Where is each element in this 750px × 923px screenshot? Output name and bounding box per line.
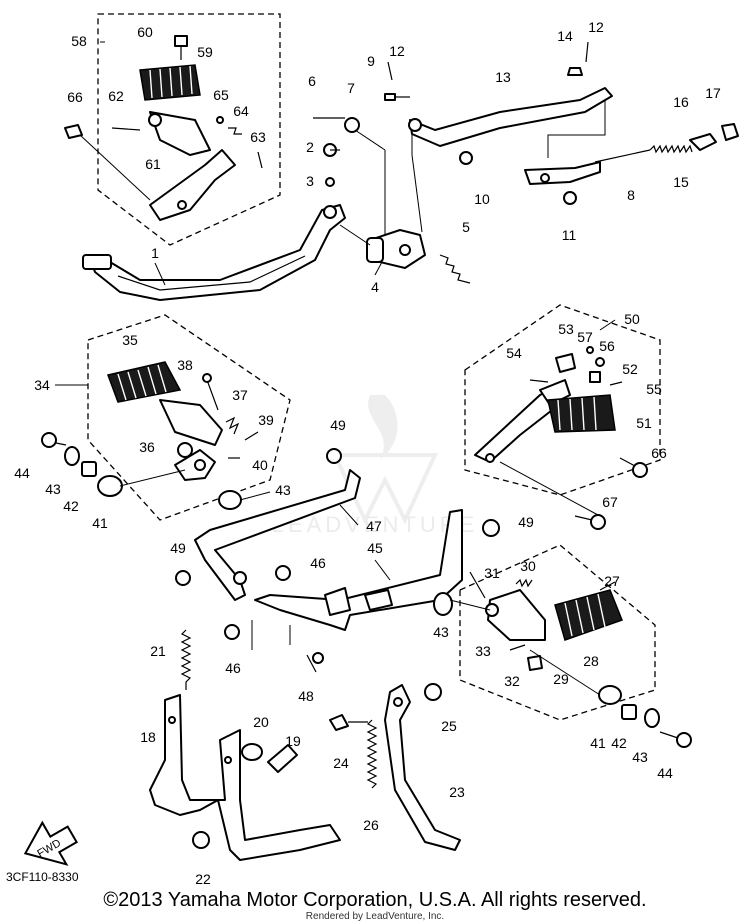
callout-12a: 12 — [389, 43, 405, 59]
copyright-text: ©2013 Yamaha Motor Corporation, U.S.A. A… — [103, 889, 647, 911]
callout-49c: 49 — [170, 540, 186, 556]
callout-34: 34 — [34, 377, 50, 393]
callout-43d: 43 — [632, 749, 648, 765]
brake-linkage — [313, 117, 471, 284]
callout-3: 3 — [306, 173, 314, 189]
callout-44a: 44 — [14, 465, 30, 481]
callout-17: 17 — [705, 85, 721, 101]
callout-55: 55 — [646, 381, 662, 397]
footrest-assembly-left — [41, 361, 259, 510]
callout-35: 35 — [122, 332, 138, 348]
callout-23: 23 — [449, 784, 465, 800]
callout-33: 33 — [475, 643, 491, 659]
callout-59: 59 — [197, 44, 213, 60]
callout-42b: 42 — [611, 735, 627, 751]
callout-66a: 66 — [67, 89, 83, 105]
callout-47: 47 — [366, 518, 382, 534]
brake-footrest-assembly — [64, 35, 263, 221]
callout-10: 10 — [474, 191, 490, 207]
callout-46b: 46 — [225, 660, 241, 676]
callout-41a: 41 — [92, 515, 108, 531]
callout-45: 45 — [367, 540, 383, 556]
rendered-by-text: Rendered by LeadVenture, Inc. — [305, 911, 445, 922]
callout-46a: 46 — [310, 555, 326, 571]
callout-63: 63 — [250, 129, 266, 145]
callout-50: 50 — [624, 311, 640, 327]
callout-12b: 12 — [588, 19, 604, 35]
callout-49b: 49 — [518, 514, 534, 530]
callout-40: 40 — [252, 457, 268, 473]
footrest-assembly-right — [474, 346, 648, 530]
footrest-bracket — [175, 448, 500, 601]
callout-31: 31 — [484, 565, 500, 581]
callout-44b: 44 — [657, 765, 673, 781]
diagram-code: 3CF110-8330 — [6, 870, 79, 884]
callout-20: 20 — [253, 714, 269, 730]
fwd-arrow: FWD — [23, 820, 79, 866]
callout-52: 52 — [622, 361, 638, 377]
callout-51: 51 — [636, 415, 652, 431]
callout-41b: 41 — [590, 735, 606, 751]
callout-58: 58 — [71, 33, 87, 49]
callout-49a: 49 — [330, 417, 346, 433]
callout-2: 2 — [306, 139, 314, 155]
callout-7: 7 — [347, 80, 355, 96]
callout-48: 48 — [298, 688, 314, 704]
callout-9: 9 — [367, 53, 375, 69]
callout-42a: 42 — [63, 498, 79, 514]
brake-pedal — [82, 204, 346, 301]
callout-32: 32 — [504, 673, 520, 689]
callout-13: 13 — [495, 69, 511, 85]
rear-frame-45 — [224, 509, 463, 673]
callout-19: 19 — [285, 733, 301, 749]
callout-37: 37 — [232, 387, 248, 403]
callout-57: 57 — [577, 329, 593, 345]
callout-39: 39 — [258, 412, 274, 428]
callout-16: 16 — [673, 94, 689, 110]
callout-65: 65 — [213, 87, 229, 103]
callout-4: 4 — [371, 279, 379, 295]
callout-21: 21 — [150, 643, 166, 659]
callout-56: 56 — [599, 338, 615, 354]
callout-61: 61 — [145, 156, 161, 172]
callout-11: 11 — [562, 227, 577, 243]
group-box-50 — [464, 304, 661, 496]
callout-53: 53 — [558, 321, 574, 337]
callout-43b: 43 — [275, 482, 291, 498]
callout-25: 25 — [441, 718, 457, 734]
callout-24: 24 — [333, 755, 349, 771]
callout-30: 30 — [520, 558, 536, 574]
callout-43c: 43 — [433, 624, 449, 640]
callout-36: 36 — [139, 439, 155, 455]
callout-leaders — [55, 41, 616, 591]
callout-5: 5 — [462, 219, 470, 235]
callout-43a: 43 — [45, 481, 61, 497]
callout-22: 22 — [195, 871, 211, 887]
callout-66b: 66 — [651, 445, 667, 461]
callout-29: 29 — [553, 671, 569, 687]
callout-15: 15 — [673, 174, 689, 190]
callout-6: 6 — [308, 73, 316, 89]
callout-labels: 1 2 3 4 5 6 7 8 9 10 11 12 12 13 14 15 1… — [14, 19, 721, 887]
group-box-34 — [87, 314, 291, 521]
callout-54: 54 — [506, 345, 522, 361]
callout-27: 27 — [604, 573, 620, 589]
callout-8: 8 — [627, 187, 635, 203]
brake-rod-assembly — [384, 41, 739, 205]
center-stand — [149, 629, 341, 861]
callout-18: 18 — [140, 729, 156, 745]
callout-1: 1 — [151, 245, 159, 261]
side-stand — [329, 683, 461, 851]
footrest-assembly-rear — [433, 571, 692, 748]
callout-64: 64 — [233, 103, 249, 119]
callout-38: 38 — [177, 357, 193, 373]
callout-60: 60 — [137, 24, 153, 40]
group-box-58 — [97, 13, 281, 246]
callout-26: 26 — [363, 817, 379, 833]
callout-62: 62 — [108, 88, 124, 104]
callout-14: 14 — [557, 28, 573, 44]
callout-28: 28 — [583, 653, 599, 669]
callout-67: 67 — [602, 494, 618, 510]
